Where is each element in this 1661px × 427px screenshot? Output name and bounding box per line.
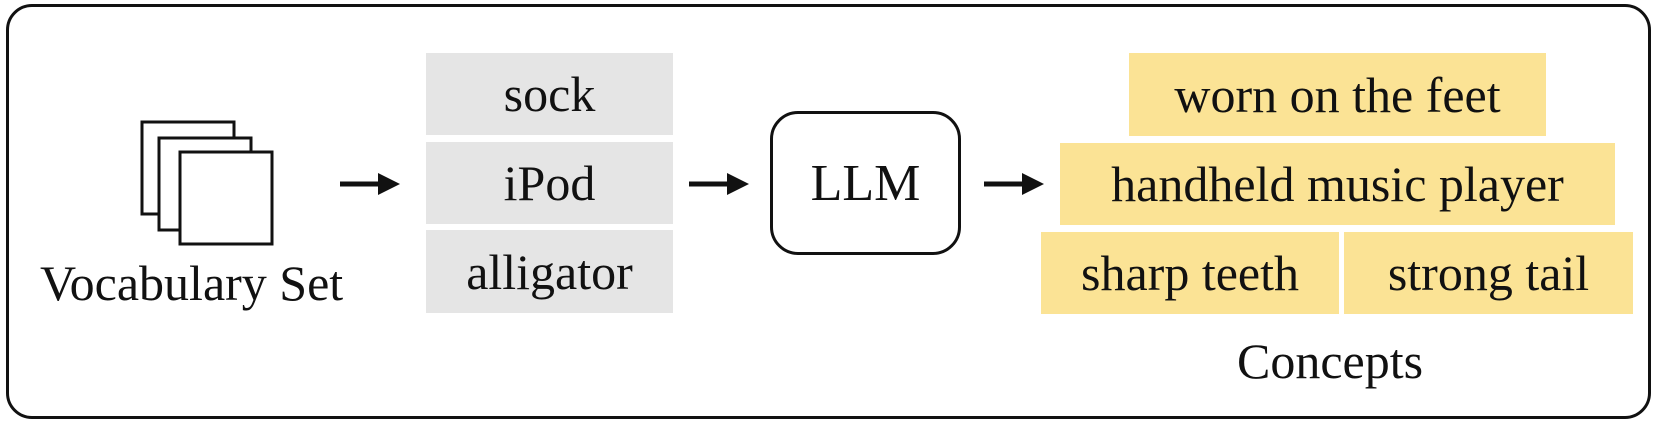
vocab-word-sock: sock bbox=[426, 53, 673, 135]
concepts-label: Concepts bbox=[1237, 333, 1424, 389]
vocabulary-set-label: Vocabulary Set bbox=[40, 255, 344, 311]
vocab-word-alligator: alligator bbox=[426, 230, 673, 313]
vocab-word-ipod: iPod bbox=[426, 142, 673, 224]
right-arrow-icon bbox=[340, 173, 400, 195]
stacked-pages-icon bbox=[140, 120, 274, 246]
concept-sharp-teeth: sharp teeth bbox=[1041, 232, 1339, 314]
llm-box: LLM bbox=[770, 111, 961, 255]
diagram-frame bbox=[6, 4, 1651, 419]
concept-worn-on-the-feet: worn on the feet bbox=[1129, 53, 1546, 136]
right-arrow-icon bbox=[984, 173, 1044, 195]
concept-handheld-music-player: handheld music player bbox=[1060, 143, 1615, 225]
concept-strong-tail: strong tail bbox=[1344, 232, 1633, 314]
right-arrow-icon bbox=[689, 173, 749, 195]
